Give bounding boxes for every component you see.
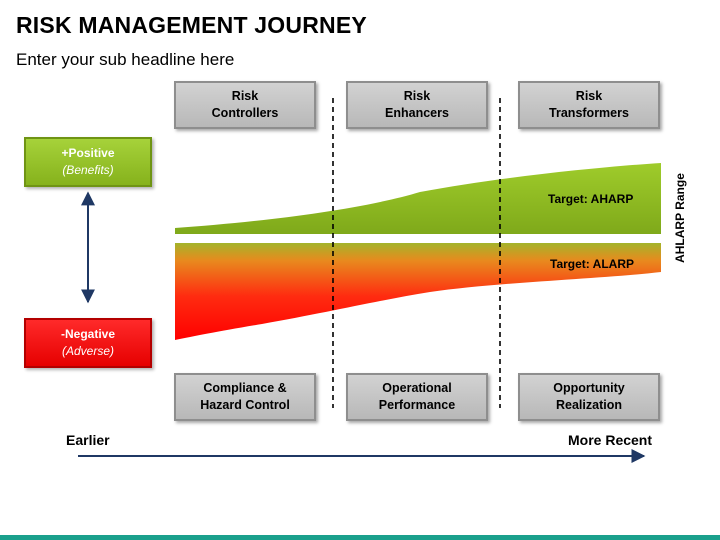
target-aharp-label: Target: AHARP — [548, 192, 634, 206]
timeline-start-label: Earlier — [66, 432, 110, 448]
negative-box: -Negative (Adverse) — [24, 318, 152, 368]
box-opportunity-realization: Opportunity Realization — [518, 373, 660, 421]
page-title: RISK MANAGEMENT JOURNEY — [16, 12, 367, 38]
box-risk-transformers: Risk Transformers — [518, 81, 660, 129]
timeline-end-label: More Recent — [568, 432, 653, 448]
target-alarp-label: Target: ALARP — [550, 257, 634, 271]
box-risk-controllers: Risk Controllers — [174, 81, 316, 129]
negative-label: -Negative — [60, 327, 116, 341]
positive-band — [175, 163, 661, 234]
positive-sublabel: (Benefits) — [62, 163, 114, 177]
footer-bar — [0, 535, 720, 540]
box-risk-enhancers: Risk Enhancers — [346, 81, 488, 129]
negative-sublabel: (Adverse) — [61, 344, 114, 358]
negative-band — [175, 243, 661, 340]
positive-label: +Positive — [61, 146, 115, 160]
positive-box: +Positive (Benefits) — [24, 137, 152, 187]
range-label: AHLARP Range — [673, 173, 687, 263]
page-subtitle: Enter your sub headline here — [16, 50, 235, 69]
box-operational-performance: Operational Performance — [346, 373, 488, 421]
box-compliance-hazard-control: Compliance & Hazard Control — [174, 373, 316, 421]
